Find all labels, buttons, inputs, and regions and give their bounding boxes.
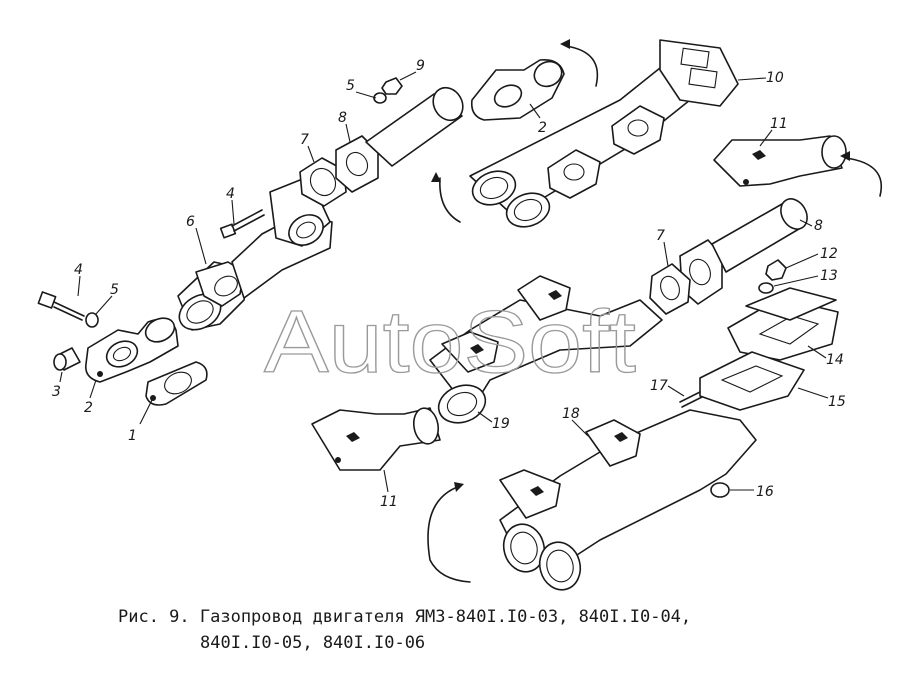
label-11-bottom: 11 (380, 494, 398, 510)
elbow-part-11-bottom (311, 407, 441, 471)
pipe-part-8-left (335, 86, 464, 193)
plug-part-16 (710, 482, 730, 498)
label-6: 6 (186, 214, 195, 230)
flange-part-2-left (84, 317, 179, 383)
label-18: 18 (562, 406, 580, 422)
label-15: 15 (828, 394, 846, 410)
label-5-top: 5 (346, 78, 355, 94)
label-16: 16 (756, 484, 774, 500)
label-1: 1 (128, 428, 137, 444)
label-5-left: 5 (110, 282, 119, 298)
label-7-right: 7 (656, 228, 665, 244)
label-11-top: 11 (770, 116, 788, 132)
leader-lines (59, 71, 829, 493)
nut-part-9 (381, 77, 403, 95)
caption-line-1: Рис. 9. Газопровод двигателя ЯМЗ-840I.I0… (118, 607, 692, 627)
washer-part-13 (758, 282, 774, 294)
label-9: 9 (416, 58, 425, 74)
manifold-part-10 (469, 39, 739, 228)
bolt-part-4-left (37, 291, 85, 321)
label-17: 17 (650, 378, 668, 394)
label-8-left: 8 (338, 110, 347, 126)
gasket-part-7-right (649, 263, 691, 315)
gasket-part-1 (145, 361, 208, 406)
nut-part-12 (765, 259, 787, 281)
watermark-text: AutoSoft (264, 292, 636, 391)
pipe-part-8-right (679, 198, 808, 305)
bolt-part-4-mid (219, 209, 265, 239)
label-14: 14 (826, 352, 844, 368)
caption-line-2: 840I.I0-05, 840I.I0-06 (200, 633, 426, 653)
flange-part-2-top (470, 58, 565, 121)
washer-part-5-left (85, 312, 99, 328)
label-7-left: 7 (300, 132, 309, 148)
washer-part-5-top (373, 92, 387, 104)
adapter-part-14 (727, 287, 839, 361)
label-12: 12 (820, 246, 838, 262)
label-2-top: 2 (538, 120, 547, 136)
label-8-right: 8 (814, 218, 823, 234)
part-number-labels: 1 2 3 4 5 6 4 7 8 5 9 2 10 11 8 7 12 13 … (52, 58, 846, 510)
manifold-bottom (499, 409, 757, 591)
stud-part-17 (679, 391, 703, 408)
gasket-part-7-left (299, 157, 347, 207)
label-2-left: 2 (84, 400, 93, 416)
label-19: 19 (492, 416, 510, 432)
label-4-mid: 4 (226, 186, 235, 202)
label-13: 13 (820, 268, 838, 284)
label-3: 3 (52, 384, 61, 400)
gasket-part-15 (699, 351, 805, 411)
bushing-part-3 (53, 347, 81, 371)
label-4-left: 4 (74, 262, 83, 278)
figure-caption: Рис. 9. Газопровод двигателя ЯМЗ-840I.I0… (118, 604, 878, 656)
pipe-elbow-part-6 (177, 261, 251, 331)
exhaust-pipe-middle (429, 275, 663, 424)
rotation-arrows (427, 39, 882, 583)
elbow-part-11-top (713, 135, 847, 187)
label-10: 10 (766, 70, 784, 86)
